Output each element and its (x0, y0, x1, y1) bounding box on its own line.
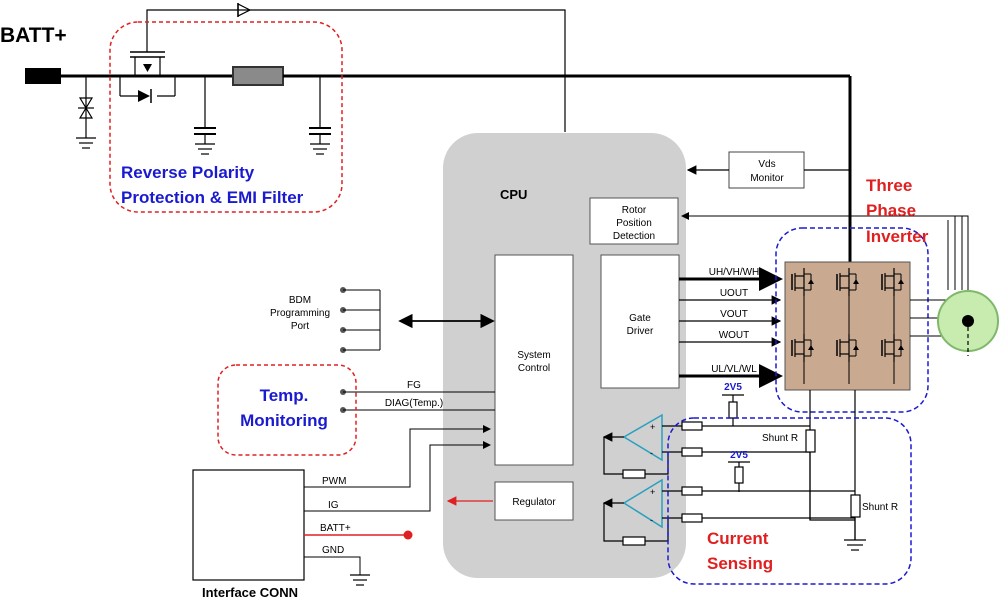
filter-capacitor-2 (309, 76, 331, 155)
interface-conn-box (192, 469, 305, 581)
batt-conn-label: BATT+ (320, 523, 351, 534)
gnd-symbol (304, 556, 370, 586)
shunt-label-1: Shunt R (762, 433, 798, 444)
bdm-label-2: Programming (270, 308, 330, 319)
gate-label-1: Gate (629, 313, 651, 324)
interface-conn-label: Interface CONN (202, 585, 298, 600)
temp-monitoring-zone (217, 364, 357, 456)
ref-2v5-label-b: 2V5 (730, 450, 748, 461)
feedback-line (146, 9, 566, 132)
rotor-label-2: Position (616, 218, 652, 229)
ref-2v5-a (722, 394, 744, 426)
inverter-mosfets (791, 268, 904, 384)
ig-line (304, 441, 491, 512)
temp-lines (340, 389, 495, 413)
regulator-label: Regulator (512, 497, 556, 508)
ref-2v5-b (728, 461, 750, 492)
gnd-label: GND (322, 545, 344, 556)
tvs-diode (76, 76, 96, 149)
uh-label: UH/VH/WH (709, 267, 760, 278)
shunt-resistor-1 (805, 429, 816, 453)
inverter-bridge (784, 261, 911, 391)
system-label-2: Control (518, 363, 550, 374)
shunt-label-2: Shunt R (862, 502, 898, 513)
reverse-polarity-label-1: Reverse Polarity (121, 163, 255, 182)
three-phase-label-2: Phase (866, 201, 916, 220)
vds-label-2: Monitor (750, 173, 784, 184)
bdm-port-pins (340, 287, 381, 353)
pwm-line (304, 425, 491, 488)
three-phase-label-3: Inverter (866, 227, 929, 246)
vds-label-1: Vds (758, 159, 775, 170)
ig-label: IG (328, 500, 339, 511)
rotor-label-3: Detection (613, 231, 655, 242)
current-sensing-zone (667, 417, 912, 585)
three-phase-label-1: Three (866, 176, 912, 195)
gate-driver-box (600, 254, 680, 389)
uout-label: UOUT (720, 288, 748, 299)
cpu-label: CPU (500, 187, 527, 202)
current-label-2: Sensing (707, 554, 773, 573)
rotor-feedback-line (681, 212, 969, 290)
diag-label: DIAG(Temp.) (385, 398, 443, 409)
shunt-resistor-2 (850, 494, 861, 518)
fg-label: FG (407, 380, 421, 391)
bdm-label-3: Port (291, 321, 310, 332)
sensing-ground (809, 452, 866, 551)
svg-text:+: + (650, 422, 655, 432)
regulator-box (494, 481, 574, 521)
temp-label-2: Monitoring (240, 411, 328, 430)
current-amp-2: + - (602, 478, 855, 546)
wout-label: WOUT (719, 330, 750, 341)
svg-text:-: - (650, 448, 653, 458)
rotor-label-1: Rotor (622, 205, 647, 216)
system-label-1: System (517, 350, 550, 361)
gate-signal-lines (679, 267, 783, 388)
gate-label-2: Driver (627, 326, 654, 337)
svg-text:+: + (650, 487, 655, 497)
current-label-1: Current (707, 529, 769, 548)
reverse-polarity-zone (109, 21, 343, 213)
filter-capacitor-1 (194, 76, 216, 155)
battery-terminal (25, 68, 61, 84)
reverse-polarity-label-2: Protection & EMI Filter (121, 188, 304, 207)
pwm-label: PWM (322, 476, 346, 487)
batt-plus-label: BATT+ (0, 24, 67, 47)
motor (910, 216, 999, 356)
temp-label-1: Temp. (260, 386, 309, 405)
vout-label: VOUT (720, 309, 748, 320)
emi-inductor (232, 66, 284, 86)
batt-conn-dot (403, 530, 413, 540)
ref-2v5-label-a: 2V5 (724, 382, 742, 393)
ul-label: UL/VL/WL (711, 364, 757, 375)
rotor-position-box (589, 197, 679, 245)
reverse-mosfet (119, 45, 176, 103)
bdm-label-1: BDM (289, 295, 311, 306)
inverter-zone (775, 227, 929, 413)
system-control-box (494, 254, 574, 466)
svg-text:-: - (650, 515, 653, 525)
